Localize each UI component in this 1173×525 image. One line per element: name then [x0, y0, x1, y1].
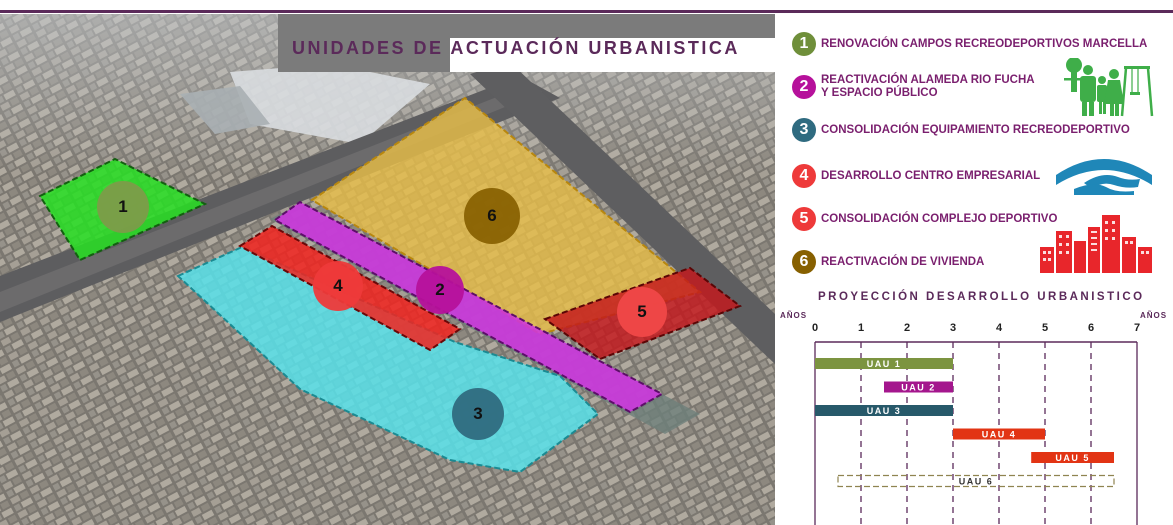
axis-label-left: AÑOS: [780, 311, 808, 320]
river-bridge-icon: [1054, 145, 1154, 200]
zone-5-marker: [617, 287, 667, 337]
aerial-map: [0, 14, 775, 525]
gantt-bar-3: [815, 405, 953, 416]
title-part-2: ACTUACIÓN URBANISTICA: [450, 38, 740, 58]
gantt-bar-4: [953, 428, 1045, 440]
legend-num-1: 1: [792, 32, 816, 56]
zone-4-marker: [313, 261, 363, 311]
chart-title: PROYECCIÓN DESARROLLO URBANISTICO: [818, 291, 1145, 303]
family-park-icon: [1058, 57, 1158, 123]
zone-3-marker: [452, 388, 504, 440]
gantt-bar-label-3: UAU 3: [867, 406, 902, 416]
tick-label-0: 0: [811, 322, 819, 334]
zone-2-label: 2: [435, 280, 445, 299]
legend-num-2: 2: [792, 75, 816, 99]
tick-label-1: 1: [857, 322, 865, 334]
zone-1-label: 1: [118, 197, 128, 216]
top-divider-line: [0, 10, 1173, 13]
legend-num-5: 5: [792, 207, 816, 231]
gantt-bar-1: [815, 358, 953, 369]
city-buildings-icon: [1040, 213, 1152, 278]
gantt-bar-6: [837, 474, 1115, 488]
gantt-bar-label-5: UAU 5: [1055, 453, 1090, 463]
legend-text-6: REACTIVACIÓN DE VIVIENDA: [821, 255, 985, 268]
legend-item-5: 5 CONSOLIDACIÓN COMPLEJO DEPORTIVO: [792, 206, 1057, 232]
gantt-bar-2: [884, 381, 953, 393]
zone-6-marker: [464, 188, 520, 244]
zone-4-label: 4: [333, 276, 343, 295]
title-band: [278, 14, 775, 72]
tick-label-4: 4: [995, 322, 1003, 334]
legend-text-4: DESARROLLO CENTRO EMPRESARIAL: [821, 169, 1041, 182]
zone-2-marker: [416, 266, 464, 314]
legend-num-3: 3: [792, 118, 816, 142]
projection-gantt-chart: UAU 1 UAU 2 UAU 3 UAU 4 UAU 5 UAU 6: [814, 341, 1138, 525]
legend-item-3: 3 CONSOLIDACIÓN EQUIPAMIENTO RECREODEPOR…: [792, 117, 1130, 143]
legend-text-5: CONSOLIDACIÓN COMPLEJO DEPORTIVO: [821, 212, 1058, 225]
axis-label-right: AÑOS: [1140, 311, 1168, 320]
gantt-bar-label-4: UAU 4: [982, 430, 1017, 440]
tick-label-7: 7: [1133, 322, 1141, 334]
legend-text-3: CONSOLIDACIÓN EQUIPAMIENTO RECREODEPORTI…: [821, 123, 1130, 136]
gantt-bar-label-2: UAU 2: [901, 383, 936, 393]
gantt-bar-5: [1031, 452, 1114, 463]
tick-label-6: 6: [1087, 322, 1095, 334]
zone-6-label: 6: [487, 206, 497, 225]
legend-num-4: 4: [792, 164, 816, 188]
title-part-1: UNIDADES DE: [292, 38, 451, 58]
legend-item-4: 4 DESARROLLO CENTRO EMPRESARIAL: [792, 163, 1040, 189]
tick-label-3: 3: [949, 322, 957, 334]
tick-label-2: 2: [903, 322, 911, 334]
legend-num-6: 6: [792, 250, 816, 274]
gantt-bar-label-6: UAU 6: [959, 477, 994, 487]
zone-1-marker: [97, 181, 149, 233]
map-title: UNIDADES DE ACTUACIÓN URBANISTICA: [292, 38, 740, 59]
legend-item-1: 1 RENOVACIÓN CAMPOS RECREODEPORTIVOS MAR…: [792, 31, 1147, 57]
zone-3-label: 3: [473, 404, 483, 423]
legend-item-6: 6 REACTIVACIÓN DE VIVIENDA: [792, 249, 984, 275]
legend-text-1: RENOVACIÓN CAMPOS RECREODEPORTIVOS MARCE…: [821, 37, 1148, 50]
gantt-bar-label-1: UAU 1: [867, 359, 902, 369]
tick-label-5: 5: [1041, 322, 1049, 334]
zone-5-label: 5: [637, 302, 647, 321]
